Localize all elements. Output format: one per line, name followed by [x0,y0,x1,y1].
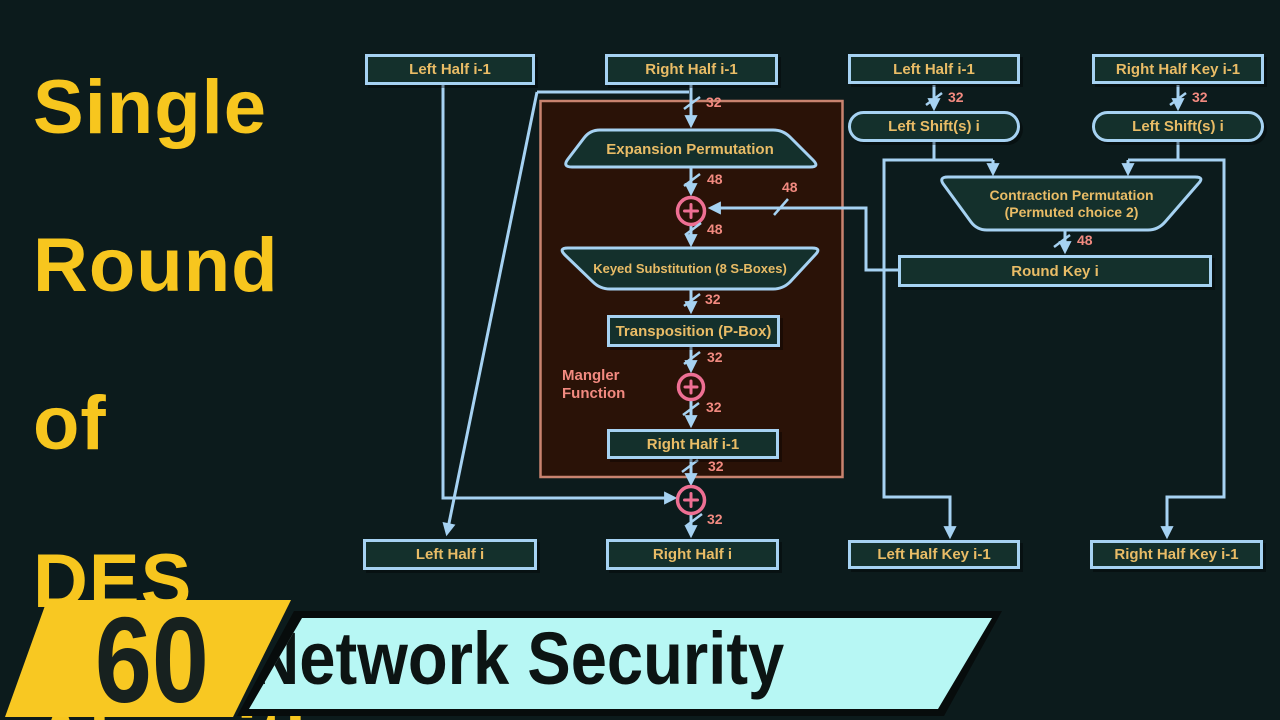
connector-lines [441,85,1226,540]
node-left-shift-key-right: Left Shift(s) i [1092,111,1264,142]
bit-width-xor2-out: 32 [706,399,722,415]
bit-width-key-left-in: 32 [948,89,964,105]
node-key-right-half-prev: Right Half Key i-1 [1092,54,1264,84]
mangler-caption-line-1: Mangler [562,367,620,384]
contraction-line-1: Contraction Permutation [989,186,1154,203]
mangler-function-caption: Mangler Function [562,367,625,403]
node-key-left-half-prev: Left Half i-1 [848,54,1020,84]
xor-mangler-icon [676,372,706,402]
node-right-half-mangler: Right Half i-1 [607,429,779,459]
node-left-shift-key-left: Left Shift(s) i [848,111,1020,142]
bit-width-contraction-out: 48 [1077,232,1093,248]
bit-width-xor1-out: 48 [707,221,723,237]
mangler-caption-line-2: Function [562,385,626,402]
node-key-left-half-next: Left Half Key i-1 [848,540,1020,569]
bit-width-mangler-out: 32 [708,458,724,474]
bit-width-pbox-out: 32 [707,349,723,365]
bus-width-ticks [681,92,1187,527]
bit-width-sbox-out: 32 [705,291,721,307]
xor-nodes [675,195,707,516]
bit-width-right-half-in: 32 [706,94,722,110]
xor-left-half-icon [675,484,707,516]
label-keyed-substitution: Keyed Substitution (8 S-Boxes) [593,260,787,276]
title-line-2: Round [33,223,279,308]
series-title: Network Security [251,616,784,700]
node-right-half-prev: Right Half i-1 [605,54,778,85]
expansion-permutation-shape [564,128,818,169]
node-key-right-half-next: Right Half Key i-1 [1090,540,1263,569]
node-left-half-next: Left Half i [363,539,537,570]
node-transposition-pbox: Transposition (P-Box) [607,315,780,347]
bit-width-key-right-in: 32 [1192,89,1208,105]
label-contraction-permutation: Contraction Permutation (Permuted choice… [940,180,1203,228]
title-line-1: Single [33,65,268,150]
label-expansion-permutation: Expansion Permutation [606,140,774,158]
lecture-number: 60 [94,591,209,720]
bit-width-round-key-feed: 48 [782,179,798,195]
contraction-line-2: (Permuted choice 2) [1004,204,1139,220]
series-banner: Network Security [249,616,992,709]
title-line-3: of [33,381,107,466]
bit-width-expansion-out: 48 [707,171,723,187]
keyed-substitution-shape [560,246,820,291]
xor-expansion-roundkey-icon [675,195,707,227]
contraction-permutation-shape [940,175,1203,232]
bit-width-xor3-out: 32 [707,511,723,527]
node-right-half-next: Right Half i [606,539,779,570]
node-left-half-prev: Left Half i-1 [365,54,535,85]
node-round-key: Round Key i [898,255,1212,287]
